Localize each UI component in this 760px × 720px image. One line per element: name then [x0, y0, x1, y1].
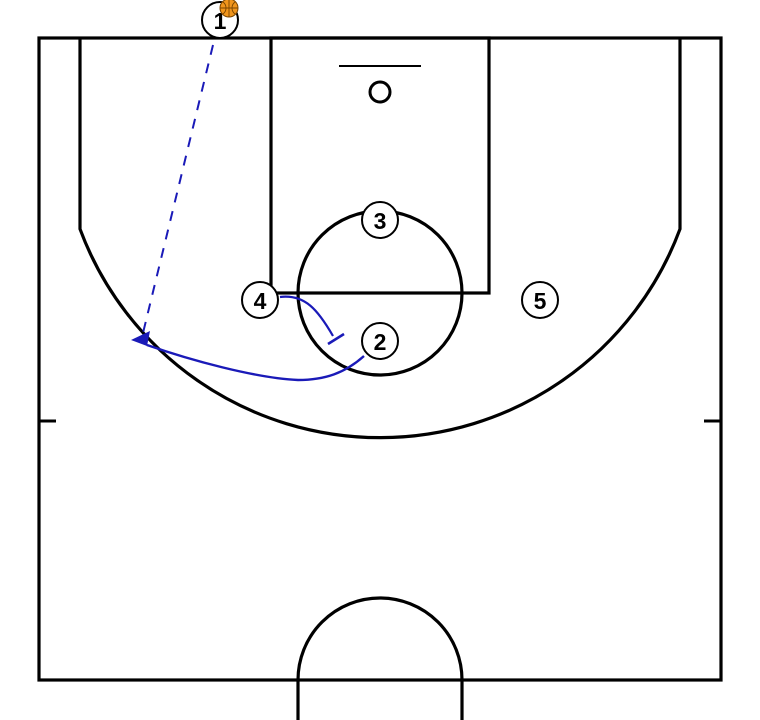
free-throw-lane: [269, 36, 491, 295]
player-2: 2: [361, 322, 399, 360]
rim: [368, 80, 392, 104]
player-circle: [521, 281, 559, 319]
player-circle: [241, 281, 279, 319]
actions-layer: [131, 44, 365, 382]
screen-path: [279, 295, 334, 337]
player-label: 5: [534, 288, 547, 314]
cut-arrowhead: [131, 331, 150, 346]
player-label: 3: [374, 208, 387, 234]
screen-bar: [327, 332, 345, 346]
player-label: 2: [374, 329, 387, 355]
player-5: 5: [521, 281, 559, 319]
cut-path: [146, 343, 365, 382]
player-4: 4: [241, 281, 279, 319]
pass-line: [142, 44, 214, 334]
three-point-line: [78, 38, 682, 440]
player-circle: [361, 201, 399, 239]
center-circle: [296, 596, 464, 720]
basketball-icon: [219, 0, 239, 18]
basketball-seams: [220, 0, 238, 17]
player-3: 3: [361, 201, 399, 239]
player-circle: [361, 322, 399, 360]
player-label: 4: [254, 288, 267, 314]
